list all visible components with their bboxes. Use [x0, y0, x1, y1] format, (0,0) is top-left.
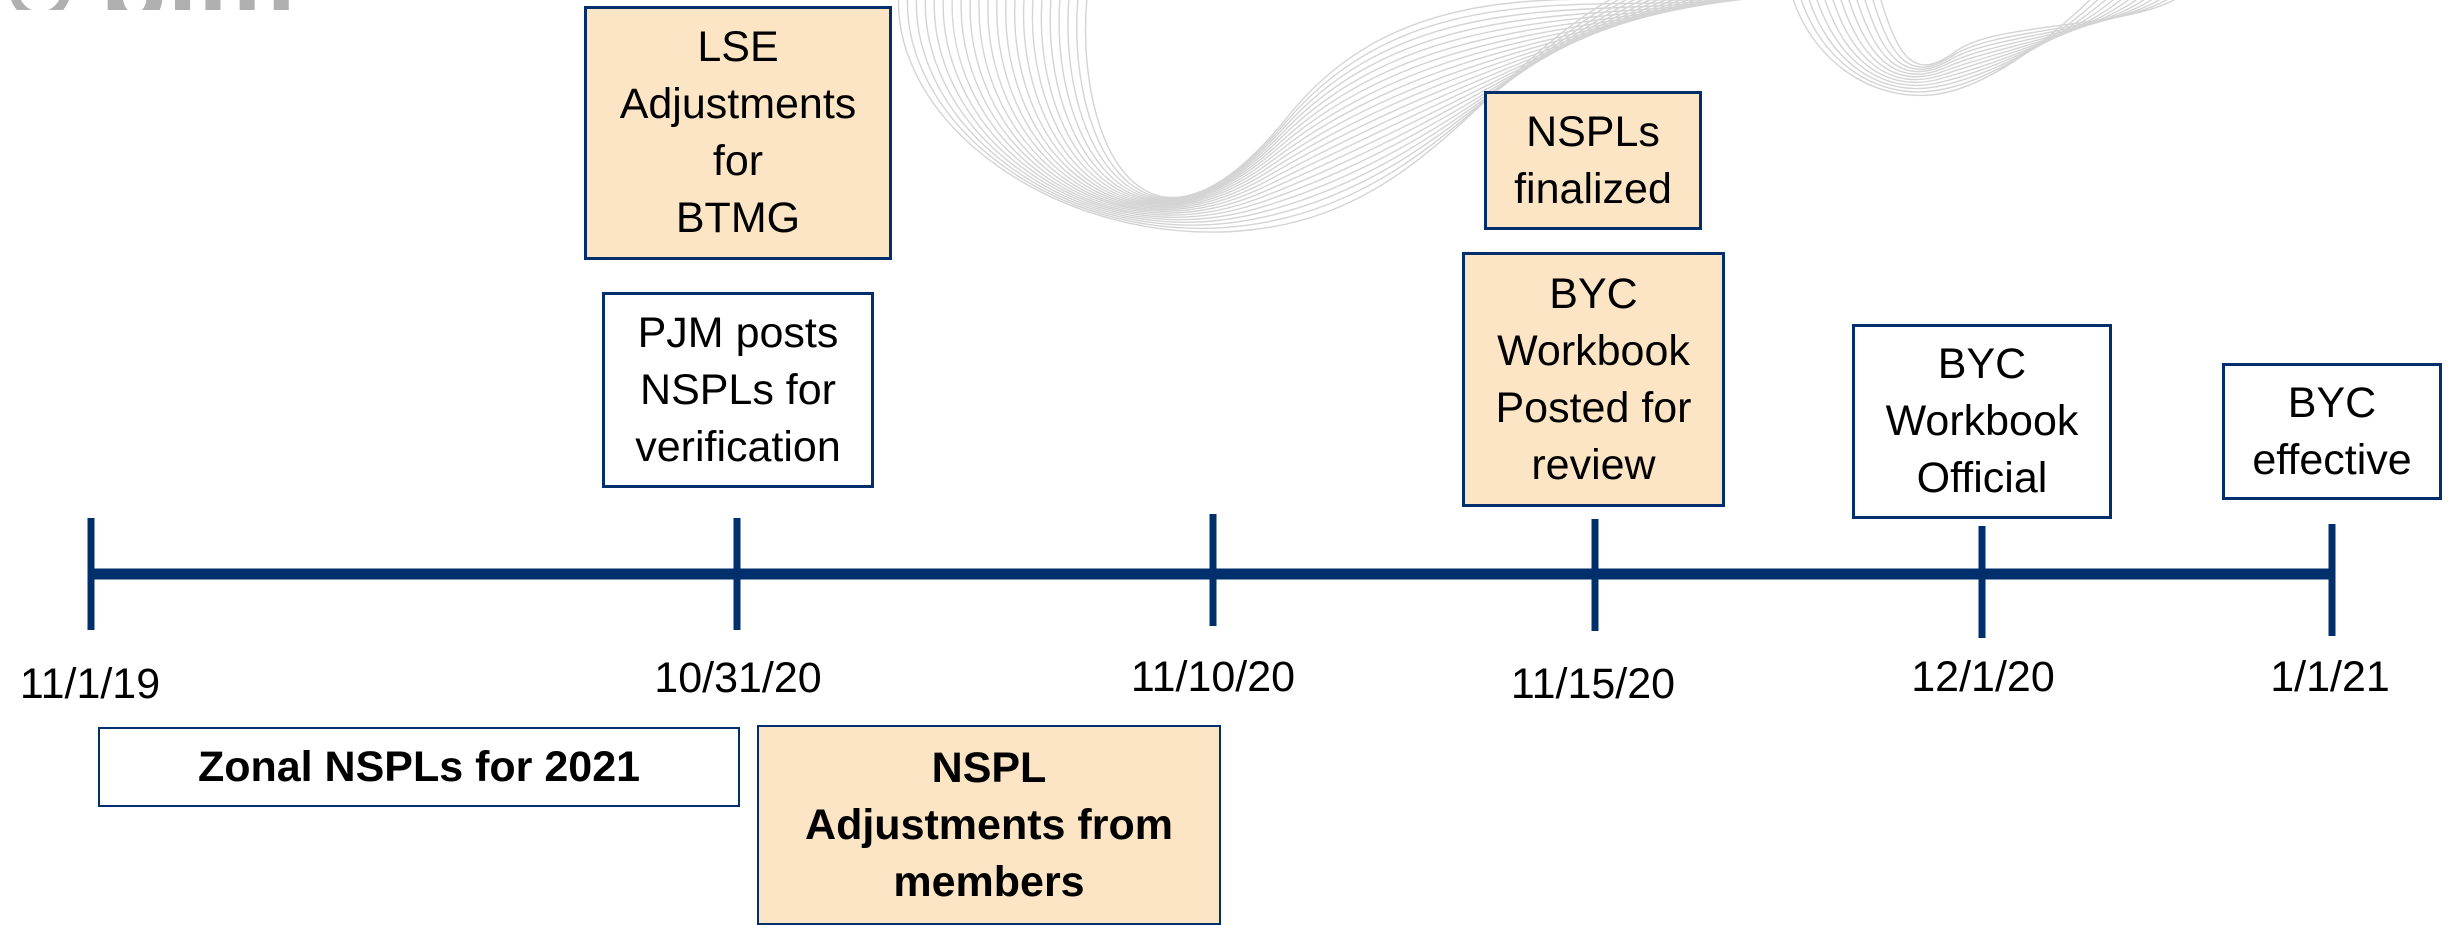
background-wave-line	[1049, 0, 1736, 201]
background-wave-line	[1040, 0, 1731, 202]
background-wave-line	[1013, 0, 1712, 205]
pjm-posts-nspls-box: PJM posts NSPLs for verification	[602, 292, 874, 488]
date-label-11-10-20: 11/10/20	[1130, 653, 1296, 701]
byc-effective-box: BYC effective	[2222, 363, 2442, 500]
logo-text: pjm	[100, 0, 296, 10]
date-label-11-1-19: 11/1/19	[19, 660, 161, 708]
background-wave-line	[1067, 0, 1743, 200]
zonal-nspls-2021-box: Zonal NSPLs for 2021	[98, 727, 740, 807]
background-wave-line	[1005, 0, 1705, 207]
date-label-12-1-20: 12/1/20	[1911, 653, 2055, 701]
byc-workbook-official-box: BYC Workbook Official	[1852, 324, 2112, 519]
background-wave-line	[1880, 0, 2176, 66]
date-label-11-15-20: 11/15/20	[1510, 660, 1676, 708]
background-wave-line	[996, 0, 1698, 208]
lse-adjustments-box: LSE Adjustments for BTMG	[584, 6, 892, 260]
background-wave-line	[1084, 0, 1732, 198]
background-wave-line	[1058, 0, 1740, 201]
pjm-logo: pjm	[11, 0, 296, 10]
nspls-finalized-box: NSPLs finalized	[1484, 91, 1702, 230]
date-label-1-1-21: 1/1/21	[2270, 653, 2390, 701]
byc-workbook-posted-box: BYC Workbook Posted for review	[1462, 252, 1725, 507]
background-wave-line	[1076, 0, 1742, 199]
background-wave-line	[987, 0, 1690, 209]
nspl-adjustments-box: NSPL Adjustments from members	[757, 725, 1221, 925]
background-wave-line	[1031, 0, 1725, 203]
date-label-10-31-20: 10/31/20	[654, 654, 822, 702]
background-wave-line	[1022, 0, 1719, 204]
